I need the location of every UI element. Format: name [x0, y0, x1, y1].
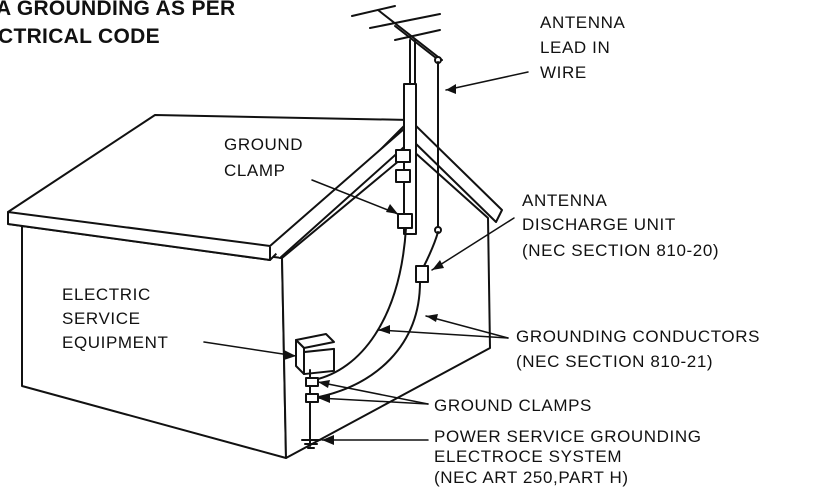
diagram-title-line-2: CTRICAL CODE	[0, 25, 160, 48]
electric-service-box	[295, 333, 335, 449]
label-antenna-lead-in-wire-2: LEAD IN	[540, 38, 611, 57]
label-antenna-discharge-unit-3: (NEC SECTION 810-20)	[522, 241, 720, 260]
grounding-conductor-1	[313, 227, 407, 381]
label-antenna-lead-in-wire-1: ANTENNA	[540, 13, 626, 32]
diagram-title-line-1: A GROUNDING AS PER	[0, 0, 236, 20]
label-power-service-grounding-2: ELECTROCE SYSTEM	[434, 447, 623, 466]
label-power-service-grounding-3: (NEC ART 250,PART H)	[434, 468, 629, 487]
label-electric-service-equipment-1: ELECTRIC	[62, 285, 151, 304]
label-ground-clamp-2: CLAMP	[224, 161, 286, 180]
leader-lines	[203, 71, 529, 445]
label-antenna-lead-in-wire-3: WIRE	[540, 63, 587, 82]
label-ground-clamp-1: GROUND	[224, 135, 304, 154]
label-antenna-discharge-unit-1: ANTENNA	[522, 191, 608, 210]
antenna-mast	[395, 39, 417, 235]
label-grounding-conductors-2: (NEC SECTION 810-21)	[516, 352, 714, 371]
label-electric-service-equipment-3: EQUIPMENT	[62, 333, 169, 352]
label-ground-clamps: GROUND CLAMPS	[434, 396, 592, 415]
label-electric-service-equipment-2: SERVICE	[62, 309, 141, 328]
roof-edge	[7, 211, 271, 261]
roof-gable	[269, 121, 503, 259]
discharge-unit	[415, 265, 429, 283]
label-antenna-discharge-unit-2: DISCHARGE UNIT	[522, 215, 676, 234]
grounding-conductor-2	[313, 281, 421, 399]
label-grounding-conductors-1: GROUNDING CONDUCTORS	[516, 327, 761, 346]
label-power-service-grounding-1: POWER SERVICE GROUNDING	[434, 427, 702, 446]
antenna-elements	[351, 5, 443, 64]
